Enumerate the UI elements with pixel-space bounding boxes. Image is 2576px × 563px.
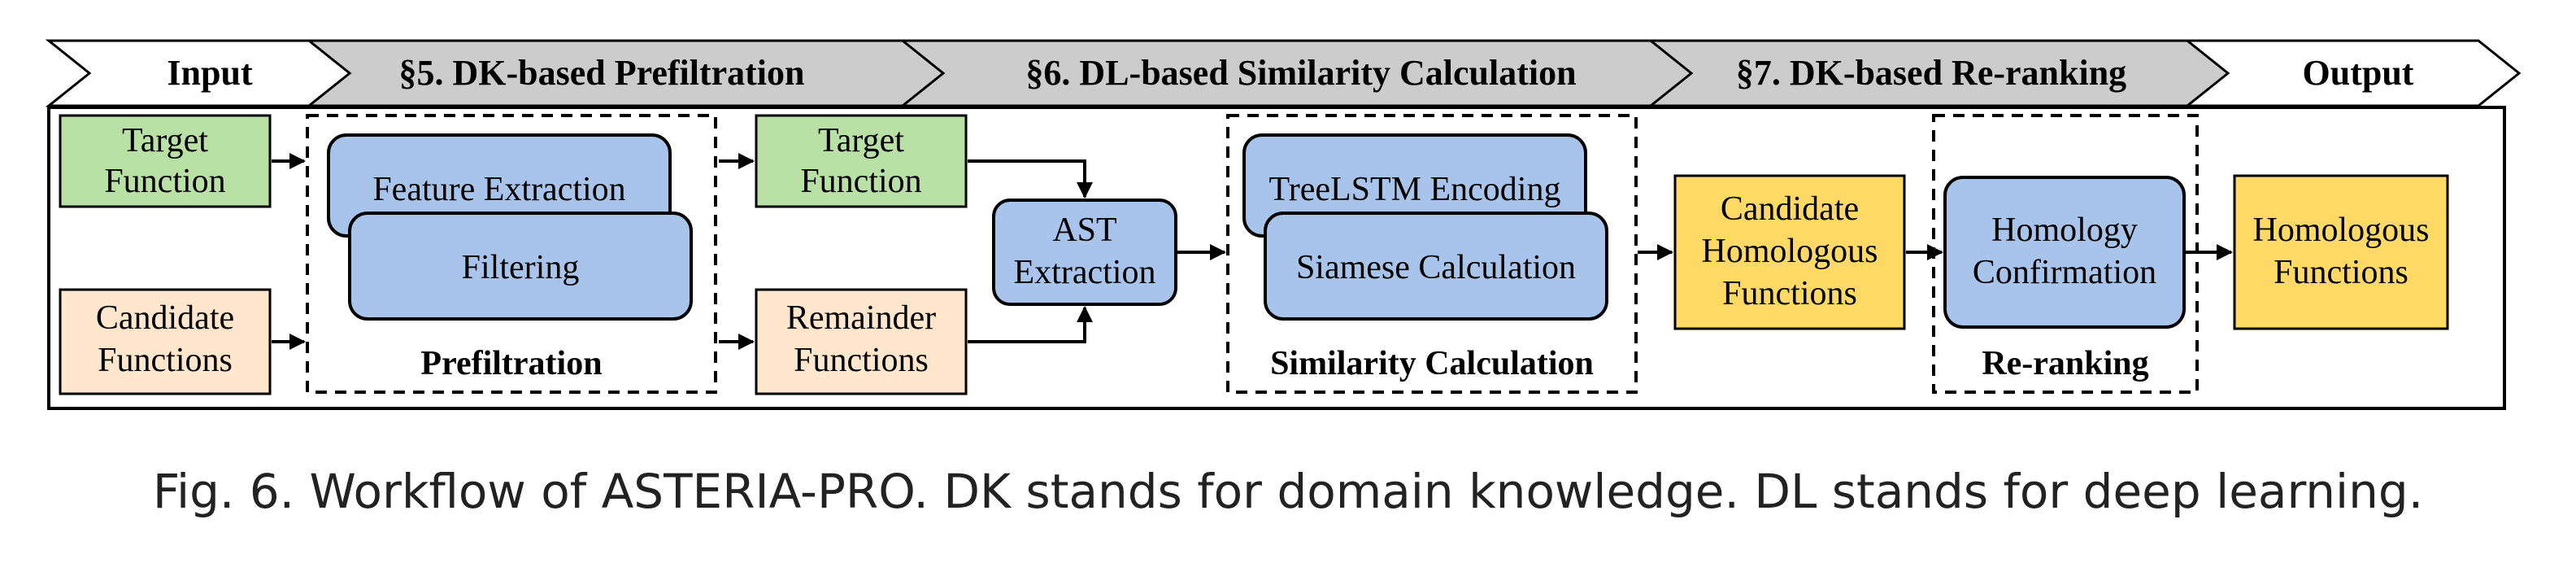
svg-text:Confirmation: Confirmation	[1973, 254, 2156, 291]
svg-text:Feature Extraction: Feature Extraction	[372, 171, 625, 208]
stage-output-label: Output	[2303, 53, 2414, 93]
svg-text:TreeLSTM Encoding: TreeLSTM Encoding	[1269, 171, 1561, 208]
stage-prefiltration: §5. DK-based Prefiltration	[305, 39, 960, 107]
box-target-function-input: Target Function	[59, 114, 272, 208]
svg-text:Filtering: Filtering	[462, 249, 580, 286]
svg-text:Functions: Functions	[794, 342, 929, 379]
outer-frame	[47, 106, 2506, 410]
box-homologous-functions-output: Homologous Functions	[2233, 174, 2449, 330]
box-filtering: Filtering	[348, 212, 693, 321]
svg-text:Candidate: Candidate	[1721, 190, 1859, 228]
box-siamese-calculation: Siamese Calculation	[1264, 212, 1608, 321]
group-prefiltration	[306, 114, 717, 394]
svg-text:Functions: Functions	[98, 342, 233, 379]
svg-text:Extraction: Extraction	[1014, 254, 1156, 291]
svg-text:Siamese Calculation: Siamese Calculation	[1296, 249, 1576, 286]
stage-input-label: Input	[167, 53, 253, 93]
svg-text:Functions: Functions	[1722, 275, 1857, 312]
arrow-remainder-to-ast	[968, 306, 1093, 343]
svg-text:Homologous: Homologous	[1701, 233, 1878, 270]
svg-text:Target: Target	[818, 122, 904, 159]
workflow-diagram: Input §5. DK-based Prefiltration §6. DL-…	[45, 39, 2522, 410]
box-candidate-functions-input: Candidate Functions	[59, 288, 272, 395]
svg-text:Function: Function	[104, 163, 225, 200]
box-homology-confirmation: Homology Confirmation	[1943, 176, 2186, 329]
svg-text:Target: Target	[122, 122, 208, 159]
stage-input: Input	[45, 39, 367, 107]
svg-text:Candidate: Candidate	[96, 299, 234, 337]
svg-text:Homologous: Homologous	[2252, 212, 2429, 249]
stage-similarity-label: §6. DL-based Similarity Calculation	[1025, 53, 1576, 93]
box-remainder-functions: Remainder Functions	[755, 288, 968, 395]
stage-reranking: §7. DK-based Re-ranking	[1647, 39, 2245, 107]
svg-text:Functions: Functions	[2274, 254, 2408, 291]
box-target-function-mid: Target Function	[755, 114, 968, 208]
box-candidate-homologous-functions: Candidate Homologous Functions	[1673, 174, 1906, 330]
svg-text:Remainder: Remainder	[786, 299, 936, 337]
stage-reranking-label: §7. DK-based Re-ranking	[1736, 53, 2126, 93]
svg-text:Homology: Homology	[1991, 212, 2138, 249]
svg-text:AST: AST	[1052, 212, 1116, 249]
arrow-target-to-ast	[968, 159, 1093, 199]
stage-prefiltration-label: §5. DK-based Prefiltration	[398, 53, 804, 93]
group-reranking-label: Re-ranking	[1982, 345, 2148, 382]
box-feature-extraction: Feature Extraction	[327, 133, 672, 238]
figure-caption: Fig. 6. Workflow of ASTERIA-PRO. DK stan…	[152, 464, 2424, 519]
stage-similarity: §6. DL-based Similarity Calculation	[899, 39, 1710, 107]
group-prefiltration-label: Prefiltration	[420, 345, 602, 382]
group-similarity	[1226, 114, 1638, 394]
svg-text:Function: Function	[800, 163, 921, 200]
box-ast-extraction: AST Extraction	[992, 199, 1177, 306]
group-similarity-label: Similarity Calculation	[1270, 345, 1594, 382]
stage-output: Output	[2183, 39, 2522, 107]
